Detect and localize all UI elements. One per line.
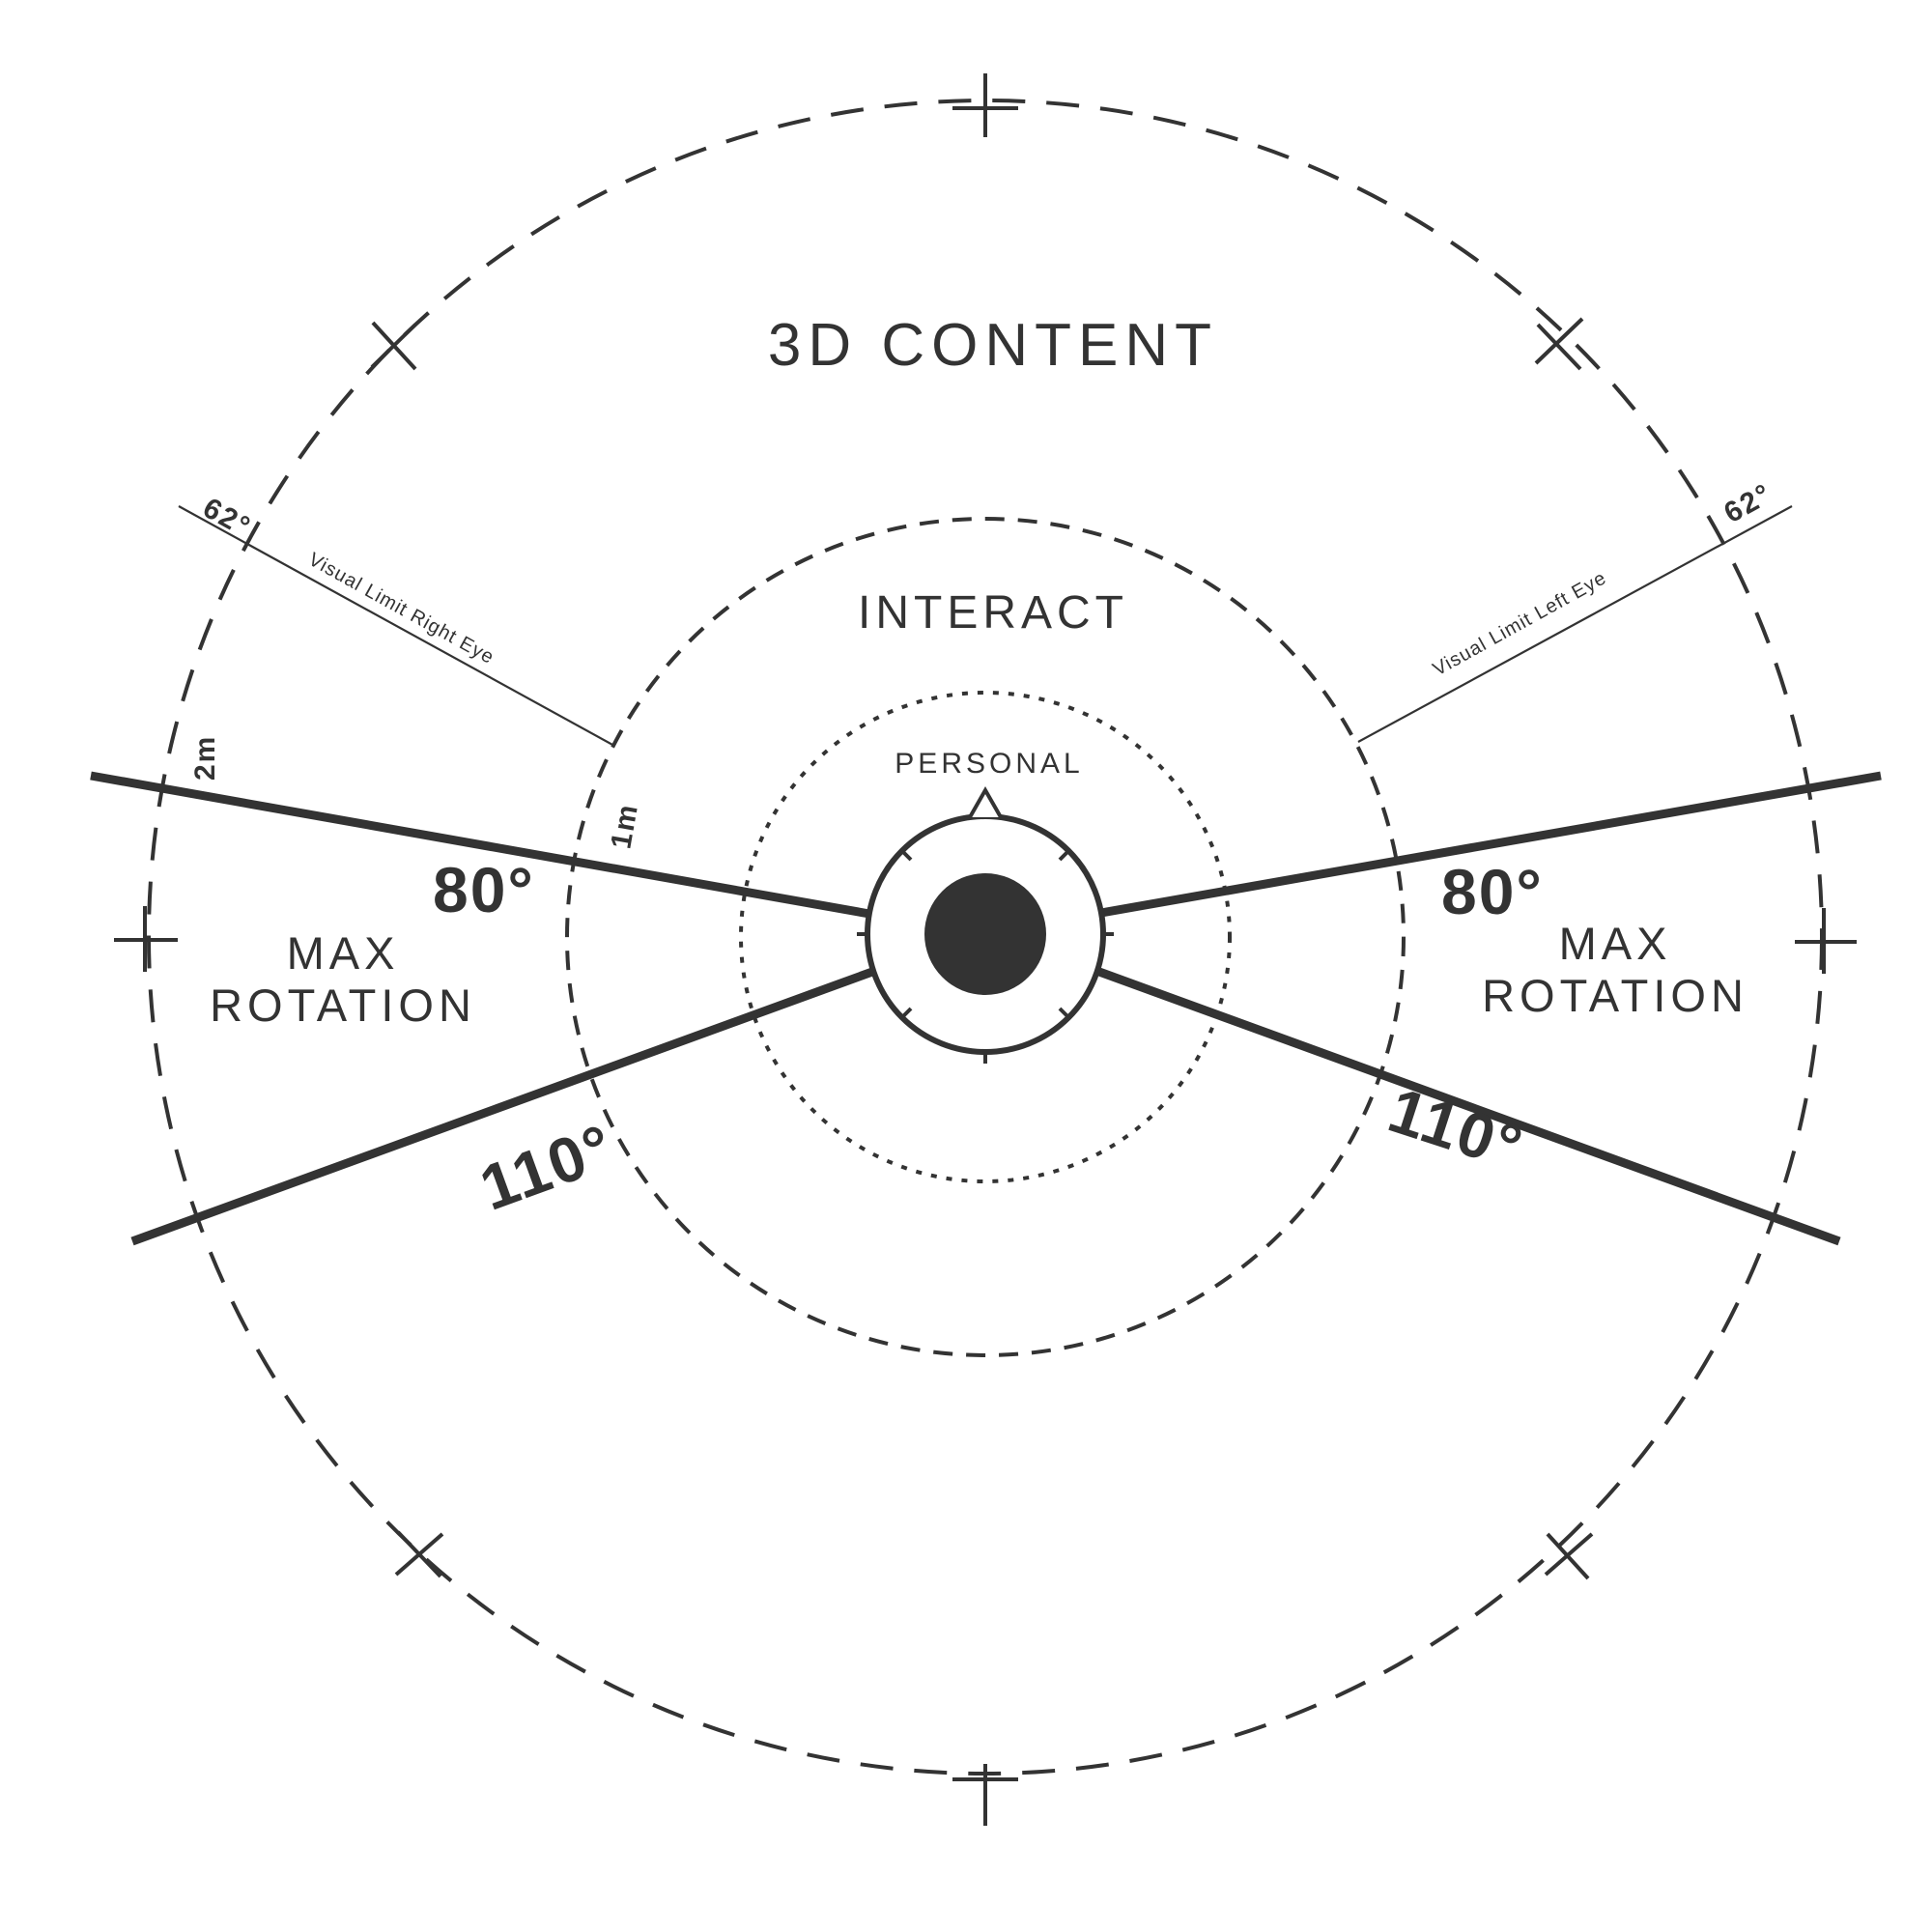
left-110-degree-label: 110° — [470, 1110, 623, 1224]
left-80-degree-label: 80° — [433, 854, 535, 925]
user-head-fill — [924, 873, 1046, 995]
distance-2m-label: 2m — [189, 735, 221, 781]
left-80-line — [90, 771, 870, 919]
left-62-degree-label: 62° — [198, 492, 257, 544]
right-62-degree-label: 62° — [1719, 477, 1777, 529]
inner-ring-personal — [739, 691, 1232, 1183]
right-80-line — [1100, 771, 1882, 918]
zone-personal-label: PERSONAL — [895, 748, 1083, 780]
right-rotation-label: ROTATION — [1482, 970, 1748, 1021]
visual-limit-right-eye-line — [178, 505, 615, 747]
left-rotation-label: ROTATION — [210, 980, 476, 1031]
direction-arrow-icon — [968, 785, 1003, 818]
visual-limit-right-eye-label: Visual Limit Right Eye — [305, 549, 498, 668]
outer-ring-ticks — [114, 73, 1857, 1826]
right-110-degree-label: 110° — [1380, 1073, 1532, 1183]
tick-top-right — [1536, 323, 1582, 371]
right-110-line — [1097, 967, 1841, 1246]
left-max-label: MAX — [287, 927, 400, 979]
right-80-degree-label: 80° — [1441, 856, 1544, 927]
middle-ring-1m — [565, 517, 1406, 1357]
visual-limit-left-eye-label: Visual Limit Left Eye — [1430, 567, 1610, 680]
right-max-label: MAX — [1559, 918, 1672, 969]
zone-interact-label: INTERACT — [858, 587, 1128, 639]
zone-3d-content-label: 3D CONTENT — [768, 312, 1218, 379]
left-110-line — [130, 967, 874, 1246]
user-position-marker — [857, 785, 1114, 1064]
visual-limit-left-eye-line — [1357, 505, 1793, 743]
distance-1m-label: 1m — [605, 801, 644, 851]
